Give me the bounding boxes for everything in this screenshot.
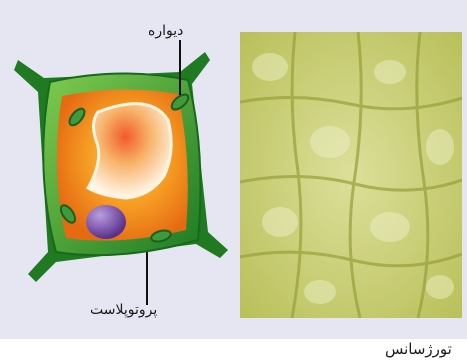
figure-panel: دیواره پروتوپلاست <box>0 0 467 339</box>
wall-label: دیواره <box>148 23 183 39</box>
nucleus <box>86 205 126 239</box>
vacuole <box>88 104 171 198</box>
turgor-micrograph <box>240 32 462 318</box>
protoplast-label: پروتوپلاست <box>90 302 157 318</box>
plant-cell-diagram <box>0 0 240 339</box>
caption: تورژسانس <box>385 340 452 358</box>
